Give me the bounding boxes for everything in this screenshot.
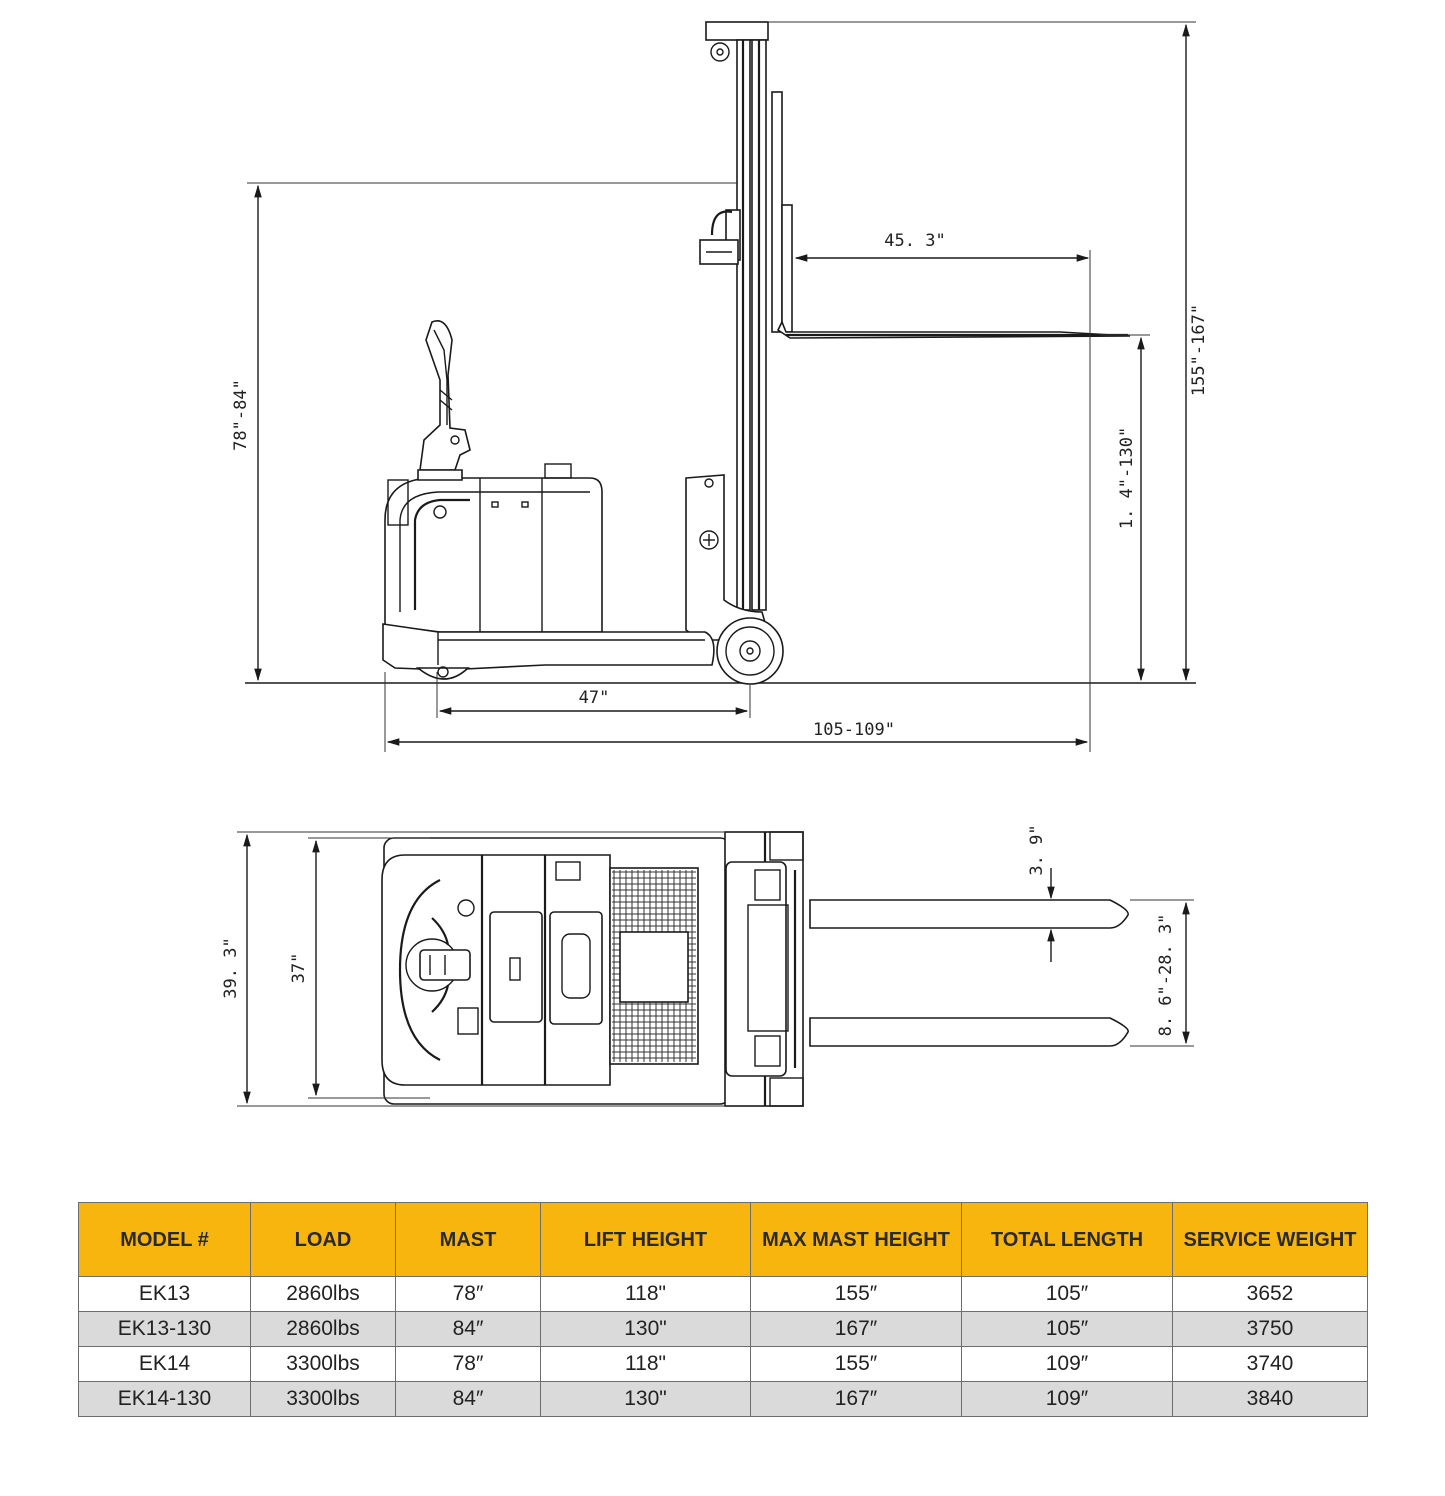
mast-height-label: 78"-84" bbox=[231, 379, 251, 451]
fork-spread-label: 8. 6"-28. 3" bbox=[1156, 914, 1176, 1037]
spec-table: MODEL # LOAD MAST LIFT HEIGHT MAX MAST H… bbox=[78, 1202, 1368, 1417]
mast bbox=[699, 21, 793, 611]
cell-model: EK13 bbox=[78, 1276, 251, 1312]
overall-width-label: 39. 3" bbox=[221, 937, 241, 998]
dim-fork-spread: 8. 6"-28. 3" bbox=[1130, 899, 1194, 1047]
cell-total-length: 109″ bbox=[961, 1381, 1173, 1417]
fork-right bbox=[809, 1017, 1129, 1047]
table-row: EK14 3300lbs 78″ 118" 155″ 109″ 3740 bbox=[78, 1346, 1368, 1382]
cell-total-length: 109″ bbox=[961, 1346, 1173, 1382]
cell-model: EK13-130 bbox=[78, 1311, 251, 1347]
cell-total-length: 105″ bbox=[961, 1311, 1173, 1347]
forks bbox=[776, 320, 1131, 339]
cell-model: EK14-130 bbox=[78, 1381, 251, 1417]
table-header-row: MODEL # LOAD MAST LIFT HEIGHT MAX MAST H… bbox=[78, 1202, 1368, 1277]
fork-left bbox=[809, 899, 1129, 929]
dim-mast-height: 78"-84" bbox=[231, 182, 738, 682]
total-length-label: 105-109" bbox=[813, 720, 895, 740]
dim-lift-height: 1. 4"-130" bbox=[1100, 334, 1150, 682]
dim-wheelbase: 47" bbox=[436, 672, 751, 718]
header-max-mast-height: MAX MAST HEIGHT bbox=[750, 1202, 962, 1277]
cell-mast: 84″ bbox=[395, 1311, 541, 1347]
dim-body-width: 37" bbox=[289, 837, 430, 1099]
cell-load: 2860lbs bbox=[250, 1311, 396, 1347]
load-wheel bbox=[716, 617, 784, 685]
cell-max-mast-height: 155″ bbox=[750, 1276, 962, 1312]
wheelbase-label: 47" bbox=[579, 688, 610, 708]
cell-service-weight: 3840 bbox=[1172, 1381, 1368, 1417]
cell-load: 3300lbs bbox=[250, 1346, 396, 1382]
header-mast: MAST bbox=[395, 1202, 541, 1277]
forklift-drawing: 78"-84" 45. 3" 155"-167" 1. 4"-130" 47" bbox=[221, 21, 1209, 1107]
cell-service-weight: 3652 bbox=[1172, 1276, 1368, 1312]
truck-body bbox=[382, 463, 715, 680]
cell-mast: 84″ bbox=[395, 1381, 541, 1417]
cell-model: EK14 bbox=[78, 1346, 251, 1382]
dim-total-length: 105-109" bbox=[384, 672, 1089, 752]
dim-overall-width: 39. 3" bbox=[221, 831, 725, 1107]
top-view: 39. 3" 37" 3. 9" 8. 6"-28. 3" bbox=[221, 824, 1194, 1107]
header-load: LOAD bbox=[250, 1202, 396, 1277]
header-service-weight: SERVICE WEIGHT bbox=[1172, 1202, 1368, 1277]
cell-max-mast-height: 155″ bbox=[750, 1346, 962, 1382]
lift-height-label: 1. 4"-130" bbox=[1117, 427, 1137, 529]
cell-lift-height: 130" bbox=[540, 1381, 751, 1417]
dim-load-center: 45. 3" bbox=[794, 231, 1091, 752]
header-lift-height: LIFT HEIGHT bbox=[540, 1202, 751, 1277]
header-total-length: TOTAL LENGTH bbox=[961, 1202, 1173, 1277]
dim-max-height: 155"-167" bbox=[768, 21, 1209, 682]
cell-max-mast-height: 167″ bbox=[750, 1311, 962, 1347]
cell-service-weight: 3740 bbox=[1172, 1346, 1368, 1382]
side-view: 78"-84" 45. 3" 155"-167" 1. 4"-130" 47" bbox=[231, 21, 1209, 752]
table-row: EK13-130 2860lbs 84″ 130" 167″ 105″ 3750 bbox=[78, 1311, 1368, 1347]
cell-mast: 78″ bbox=[395, 1276, 541, 1312]
cell-load: 2860lbs bbox=[250, 1276, 396, 1312]
cell-load: 3300lbs bbox=[250, 1381, 396, 1417]
cell-mast: 78″ bbox=[395, 1346, 541, 1382]
cell-lift-height: 118" bbox=[540, 1276, 751, 1312]
tiller-handle bbox=[417, 320, 471, 481]
max-height-label: 155"-167" bbox=[1189, 304, 1209, 396]
table-row: EK13 2860lbs 78″ 118" 155″ 105″ 3652 bbox=[78, 1276, 1368, 1312]
body-width-label: 37" bbox=[289, 953, 309, 984]
cell-lift-height: 118" bbox=[540, 1346, 751, 1382]
cell-total-length: 105″ bbox=[961, 1276, 1173, 1312]
cell-service-weight: 3750 bbox=[1172, 1311, 1368, 1347]
table-row: EK14-130 3300lbs 84″ 130" 167″ 109″ 3840 bbox=[78, 1381, 1368, 1417]
cell-lift-height: 130" bbox=[540, 1311, 751, 1347]
header-model: MODEL # bbox=[78, 1202, 251, 1277]
dim-fork-width: 3. 9" bbox=[1027, 824, 1055, 962]
cell-max-mast-height: 167″ bbox=[750, 1381, 962, 1417]
fork-width-label: 3. 9" bbox=[1027, 824, 1047, 875]
load-center-label: 45. 3" bbox=[884, 231, 945, 251]
